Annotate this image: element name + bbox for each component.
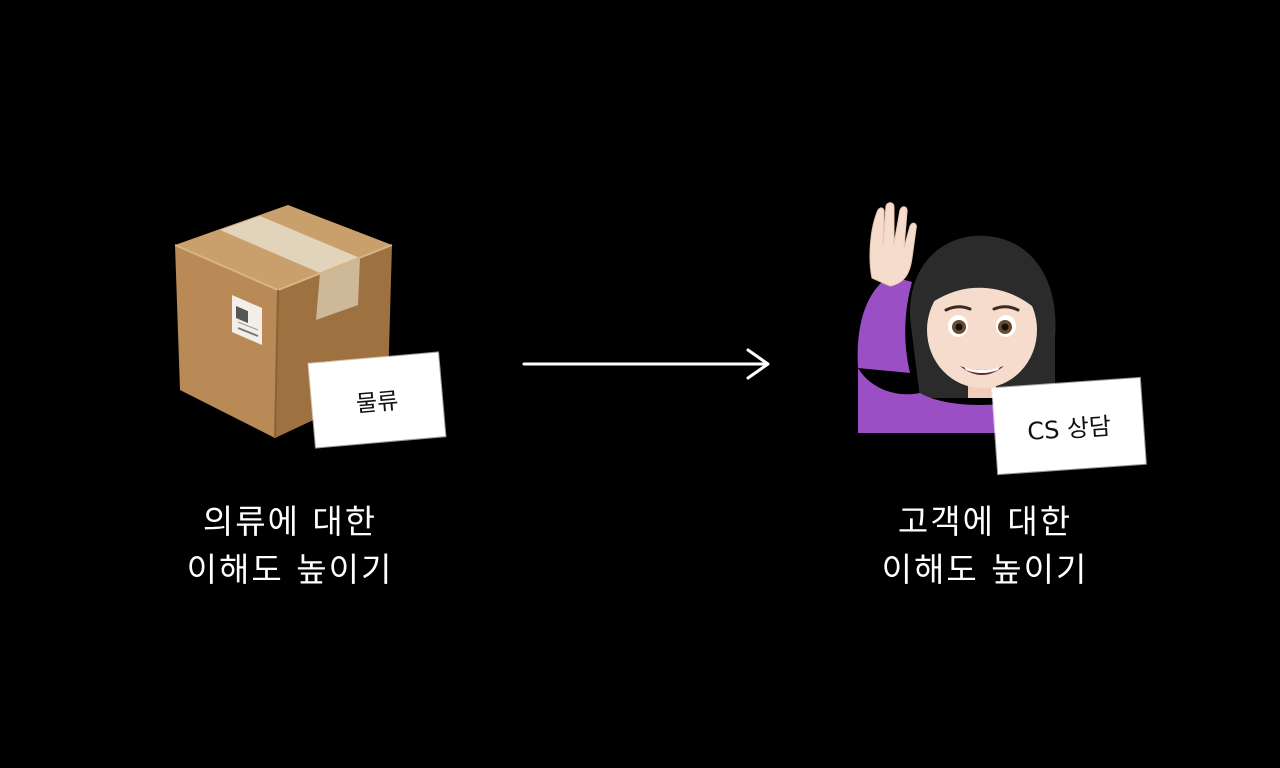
cs-consulting-label-sticker: CS 상담 (992, 377, 1146, 475)
logistics-label-text: 물류 (355, 388, 400, 418)
right-caption-line2: 이해도 높이기 (881, 550, 1089, 589)
left-caption-line1: 의류에 대한 (202, 502, 378, 541)
woman-raising-hand-icon (850, 198, 1065, 443)
cs-consulting-label-text: CS 상담 (1026, 411, 1112, 446)
right-caption-line1: 고객에 대한 (897, 502, 1073, 541)
arrow-right-icon (520, 345, 776, 385)
right-caption: 고객에 대한 이해도 높이기 (845, 498, 1125, 594)
logistics-label-sticker: 물류 (308, 352, 446, 448)
left-caption: 의류에 대한 이해도 높이기 (150, 498, 430, 594)
left-caption-line2: 이해도 높이기 (186, 550, 394, 589)
